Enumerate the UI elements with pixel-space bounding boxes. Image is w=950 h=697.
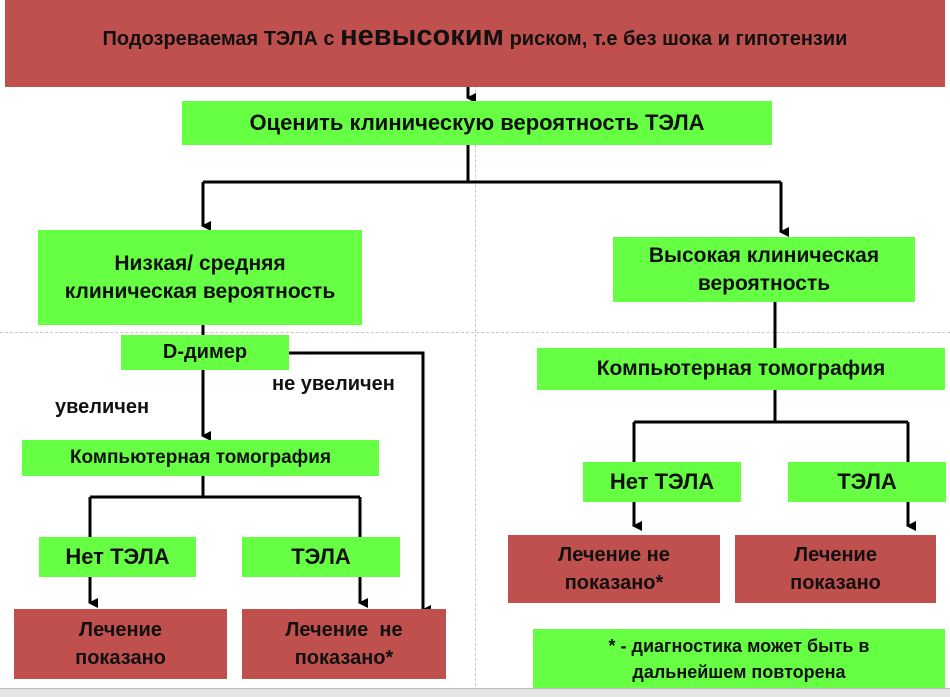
ct-right-box: Компьютерная томография xyxy=(537,348,945,390)
footnote-box: * - диагностика может быть в дальнейшем … xyxy=(533,629,945,688)
ddimer-box: D-димер xyxy=(121,335,289,370)
high-prob-box: Высокая клиническая вероятность xyxy=(613,237,915,302)
no-pe-left-box: Нет ТЭЛА xyxy=(39,537,196,577)
pe-left-box: ТЭЛА xyxy=(242,537,400,577)
ct-left-box: Компьютерная томография xyxy=(22,440,379,476)
header-text: Подозреваемая ТЭЛА с невысоким риском, т… xyxy=(102,20,848,52)
treat-shown-left-box: Лечение показано xyxy=(14,609,227,679)
treat-not-left-box: Лечение не показано* xyxy=(242,609,446,679)
treat-shown-right-box: Лечение показано xyxy=(735,535,936,603)
pe-right-box: ТЭЛА xyxy=(788,462,946,502)
header-box: Подозреваемая ТЭЛА с невысоким риском, т… xyxy=(5,0,945,87)
low-prob-box: Низкая/ средняя клиническая вероятность xyxy=(38,230,362,325)
slide-bottom-edge xyxy=(0,688,950,697)
label-increased: увеличен xyxy=(55,396,150,418)
assess-box: Оценить клиническую вероятность ТЭЛА xyxy=(182,101,772,145)
no-pe-right-box: Нет ТЭЛА xyxy=(583,462,741,502)
arrow-not-increased xyxy=(289,351,431,615)
treat-not-right-box: Лечение не показано* xyxy=(508,535,720,603)
label-not-increased: не увеличен xyxy=(272,373,395,395)
guide-line-vertical xyxy=(475,0,476,696)
